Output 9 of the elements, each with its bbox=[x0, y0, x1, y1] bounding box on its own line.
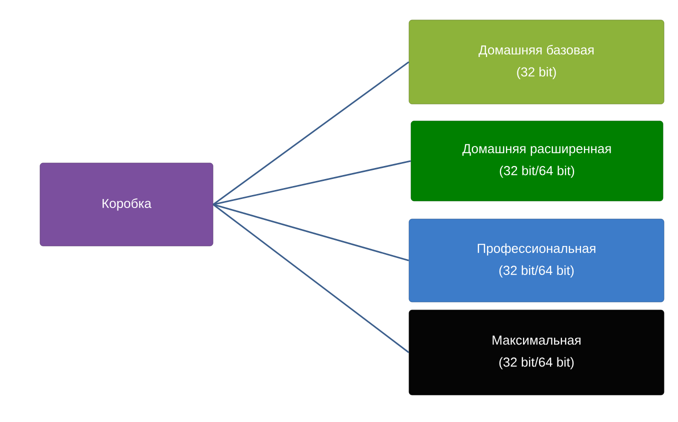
category-box: Коробка bbox=[40, 162, 214, 246]
edition-box: Профессиональная (32 bit/64 bit) bbox=[408, 218, 664, 302]
edition-box: Домашняя базовая (32 bit) bbox=[408, 20, 664, 104]
edition-box: Домашняя расширенная (32 bit/64 bit) bbox=[410, 120, 664, 202]
connector-line bbox=[212, 61, 410, 206]
connector-line bbox=[213, 160, 411, 206]
edition-box: Максимальная (32 bit/64 bit) bbox=[408, 310, 664, 396]
connector-line bbox=[212, 204, 410, 354]
connector-line bbox=[213, 204, 409, 262]
